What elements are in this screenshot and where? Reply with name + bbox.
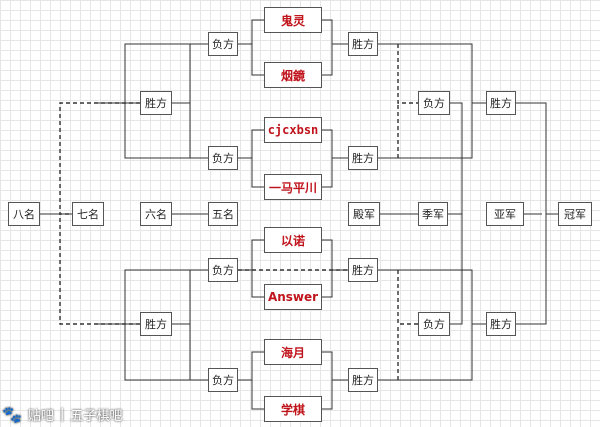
loser-label: 负方 [423,97,445,110]
watermark-forum: 五子棋吧 [70,409,123,424]
paw-icon: 🐾 [2,405,22,424]
placement-label: 八名 [13,208,35,221]
semifinal-loser-box-1: 负方 [418,91,450,115]
seventh-place-box: 七名 [72,202,104,226]
player-name: Answer [267,290,319,304]
winner-box-4: 胜方 [348,368,378,392]
winner-box-2: 胜方 [348,146,378,170]
placement-label: 亚军 [494,208,516,221]
winner-box-1: 胜方 [348,32,378,56]
loser-bracket-winner-box-2: 胜方 [140,312,172,336]
winner-box-3: 胜方 [348,258,378,282]
winner-label: 胜方 [352,374,374,387]
loser-box-1: 负方 [208,32,238,56]
loser-label: 负方 [212,152,234,165]
player-name: 一马平川 [268,180,317,195]
placement-label: 殿军 [353,208,375,221]
player-name: 烟鏡 [280,68,305,83]
player-name: 学棋 [280,402,305,417]
tieba-watermark: 🐾 贴吧 | 五子棋吧 [0,402,180,427]
loser-box-4: 负方 [208,368,238,392]
winner-label: 胜方 [352,38,374,51]
player-box-3: cjcxbsn [264,117,322,143]
second-place-box: 亚军 [486,202,524,226]
player-name: 以诺 [280,233,305,248]
player-box-8: 学棋 [264,396,322,422]
first-place-box: 冠军 [558,202,592,226]
player-box-2: 烟鏡 [264,62,322,88]
loser-box-3: 负方 [208,258,238,282]
player-box-6: Answer [264,284,322,310]
watermark-site: 贴吧 [27,409,54,424]
loser-label: 负方 [212,38,234,51]
placement-label: 五名 [212,208,234,221]
placement-label: 六名 [145,208,167,221]
player-name: cjcxbsn [267,123,319,137]
player-box-7: 海月 [264,339,322,365]
loser-label: 负方 [212,264,234,277]
loser-bracket-winner-box-1: 胜方 [140,91,172,115]
player-box-5: 以诺 [264,227,322,253]
winner-label: 胜方 [145,318,167,331]
winner-label: 胜方 [490,318,512,331]
winner-label: 胜方 [352,264,374,277]
semifinal-winner-box-2: 胜方 [486,312,516,336]
placement-label: 季军 [422,208,444,221]
loser-label: 负方 [212,374,234,387]
player-box-4: 一马平川 [264,174,322,200]
fifth-place-box: 五名 [208,202,238,226]
winner-label: 胜方 [352,152,374,165]
placement-label: 七名 [77,208,99,221]
player-box-1: 鬼灵 [264,7,322,33]
eighth-place-box: 八名 [8,202,40,226]
loser-box-2: 负方 [208,146,238,170]
third-place-box: 季军 [418,202,448,226]
player-name: 海月 [280,345,305,360]
placement-label: 冠军 [564,208,586,221]
semifinal-winner-box-1: 胜方 [486,91,516,115]
winner-label: 胜方 [145,97,167,110]
watermark-separator: | [59,407,65,422]
sixth-place-box: 六名 [140,202,172,226]
winner-label: 胜方 [490,97,512,110]
fourth-place-box: 殿军 [348,202,380,226]
semifinal-loser-box-2: 负方 [418,312,450,336]
loser-label: 负方 [423,318,445,331]
player-name: 鬼灵 [280,13,305,28]
